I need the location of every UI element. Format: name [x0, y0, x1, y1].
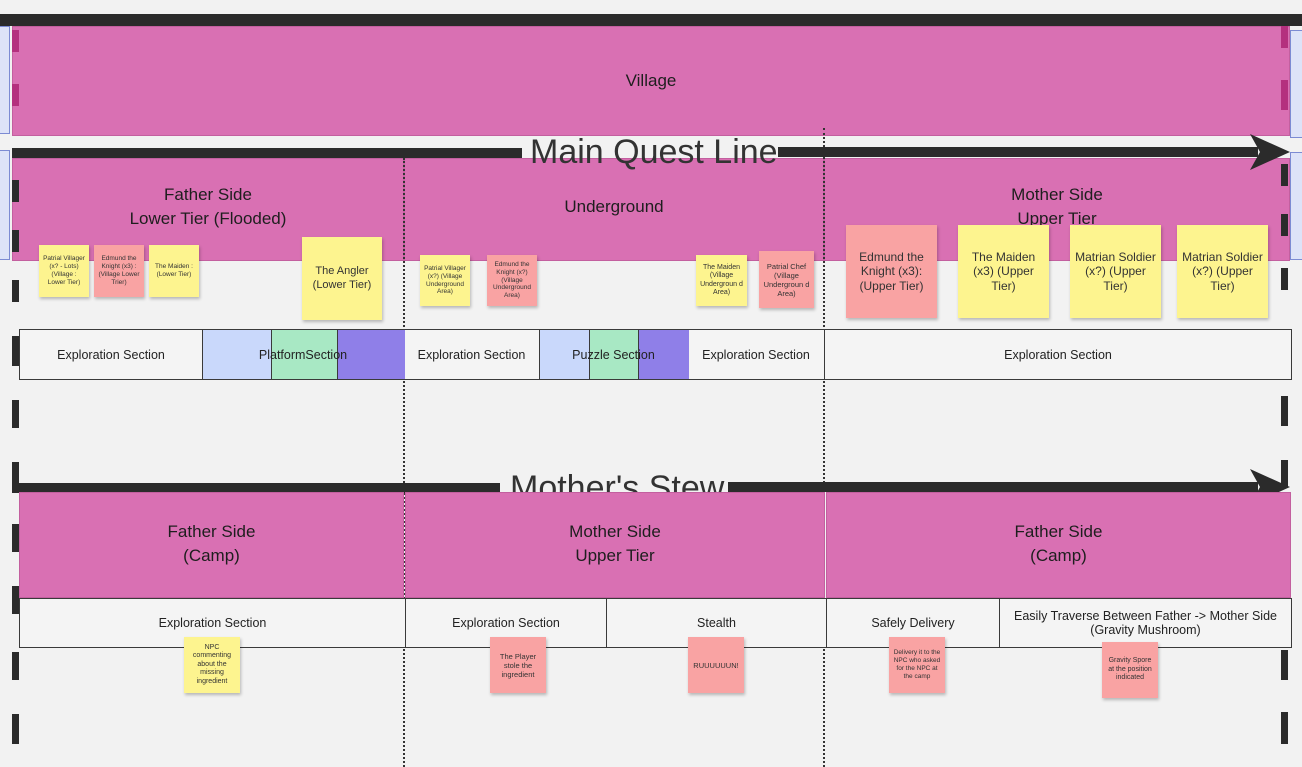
divider-dotted-2 [823, 128, 825, 767]
section-traverse[interactable]: Easily Traverse Between Father -> Mother… [1014, 609, 1277, 637]
swatch-purple [638, 330, 689, 379]
sticky-note[interactable]: Gravity Spore at the position indicated [1102, 642, 1158, 698]
stew-mother-upper-label: Mother Side Upper Tier [569, 522, 661, 565]
dash [12, 30, 19, 52]
mother-upper-label: Mother Side Upper Tier [1011, 185, 1103, 228]
section-exploration[interactable]: Exploration Section [406, 599, 607, 647]
dash [12, 336, 19, 366]
sticky-note[interactable]: The Maiden (x3) (Upper Tier) [958, 225, 1049, 318]
dash [12, 280, 19, 302]
sticky-note[interactable]: Patrial Villager (x?) (Village Undergrou… [420, 255, 470, 306]
section-safely-delivery[interactable]: Safely Delivery [827, 599, 1000, 647]
sticky-note[interactable]: The Player stole the ingredient [490, 637, 546, 693]
sticky-note[interactable]: Edmund the Knight (x3): (Upper Tier) [846, 225, 937, 318]
sticky-note[interactable]: RUUUUUUN! [688, 637, 744, 693]
sticky-note[interactable]: Matrian Soldier (x?) (Upper Tier) [1177, 225, 1268, 318]
section-stealth[interactable]: Stealth [607, 599, 827, 647]
dash [1281, 214, 1288, 236]
dash [1281, 396, 1288, 426]
stew-father-camp-label: Father Side (Camp) [167, 522, 256, 565]
right-frame-edge-top [1290, 30, 1302, 138]
dash [12, 84, 19, 106]
sticky-note[interactable]: The Angler (Lower Tier) [302, 237, 382, 320]
right-frame-edge-mid [1290, 152, 1302, 260]
underground-band[interactable]: Underground [404, 158, 824, 261]
dash [1281, 650, 1288, 680]
section-exploration[interactable]: Exploration Section [1004, 347, 1112, 362]
main-quest-label: Main Quest Line [530, 133, 778, 171]
swatch-blue [540, 330, 589, 379]
stew-mother-upper-band[interactable]: Mother Side Upper Tier [405, 492, 825, 598]
dash [1281, 164, 1288, 186]
section-platform-label: PlatformSection [258, 347, 348, 362]
swatch-green [589, 330, 639, 379]
swatch-blue [203, 330, 271, 379]
main-quest-arrow[interactable]: Main Quest Line [12, 130, 1292, 174]
dash [12, 230, 19, 252]
dash [12, 180, 19, 202]
underground-label: Underground [564, 197, 664, 216]
swatch-purple [337, 330, 405, 379]
dash [12, 714, 19, 744]
section-exploration[interactable]: Exploration Section [20, 330, 203, 379]
section-exploration[interactable]: Exploration Section [404, 330, 540, 379]
stew-father-camp-band[interactable]: Father Side (Camp) [19, 492, 404, 598]
divider-dotted-1 [403, 158, 405, 767]
dash [12, 586, 19, 614]
father-lower-label: Father Side Lower Tier (Flooded) [129, 185, 287, 228]
stew-father-camp-2-label: Father Side (Camp) [1014, 522, 1103, 565]
sticky-note[interactable]: Edmund the Knight (x?) (Village Undergro… [487, 255, 537, 306]
main-quest-arrow-shape [12, 134, 1290, 170]
section-exploration[interactable]: Exploration Section [688, 330, 825, 379]
dash [1281, 26, 1288, 48]
swatch-green [271, 330, 338, 379]
stew-sections: Exploration Section Exploration Section … [19, 598, 1292, 648]
left-frame-edge-top [0, 26, 10, 134]
main-quest-sections: Exploration Section PlatformSection Expl… [19, 329, 1292, 380]
sticky-note[interactable]: The Maiden : (Lower Tier) [149, 245, 199, 297]
top-frame-bar [0, 14, 1302, 26]
section-platform[interactable]: PlatformSection [203, 330, 405, 379]
section-puzzle[interactable]: Puzzle Section [540, 330, 689, 379]
sticky-note[interactable]: Matrian Soldier (x?) (Upper Tier) [1070, 225, 1161, 318]
section-puzzle-label: Puzzle Section [572, 347, 655, 362]
stew-father-camp-band-2[interactable]: Father Side (Camp) [826, 492, 1291, 598]
dash [12, 652, 19, 680]
sticky-note[interactable]: Patrial Chef (Village Undergroun d Area) [759, 251, 814, 308]
dash [1281, 268, 1288, 290]
sticky-note[interactable]: Edmund the Knight (x3) : (Village Lower … [94, 245, 144, 297]
village-band[interactable]: Village [12, 26, 1290, 136]
dash [12, 462, 19, 490]
sticky-note[interactable]: NPC commenting about the missing ingredi… [184, 637, 240, 693]
sticky-note[interactable]: Patrial Villager (x? - Lots) (Village : … [39, 245, 89, 297]
dash [12, 524, 19, 552]
section-exploration[interactable]: Exploration Section [20, 599, 406, 647]
dash [1281, 460, 1288, 488]
dash [12, 400, 19, 428]
left-frame-edge-mid [0, 150, 10, 260]
dash [1281, 80, 1288, 110]
sticky-note[interactable]: Delivery it to the NPC who asked for the… [889, 637, 945, 693]
sticky-note[interactable]: The Maiden (Village Undergroun d Area) [696, 255, 747, 306]
dash [1281, 712, 1288, 744]
village-label: Village [625, 71, 677, 90]
